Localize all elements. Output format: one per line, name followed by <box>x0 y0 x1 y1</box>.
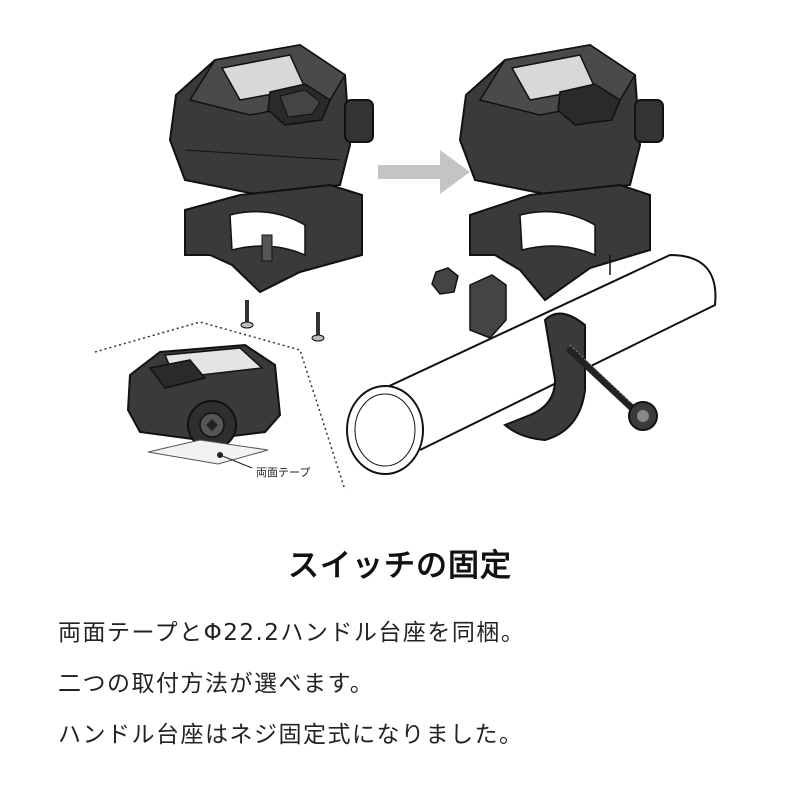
handlebar-pipe <box>346 253 717 475</box>
bolt-icon <box>565 344 658 431</box>
switch-unit-tape <box>126 343 282 450</box>
description-line: 両面テープとΦ22.2ハンドル台座を同梱。 <box>58 620 526 646</box>
clamp-block <box>469 274 507 339</box>
description-text: 両面テープとΦ22.2ハンドル台座を同梱。 二つの取付方法が選べます。 ハンドル… <box>58 620 778 773</box>
description-line: 二つの取付方法が選べます。 <box>58 671 375 697</box>
handlebar-base-left <box>184 183 363 294</box>
description-line: ハンドル台座はネジ固定式になりました。 <box>58 722 524 748</box>
tape-label-leader <box>219 454 253 469</box>
double-sided-tape <box>147 439 269 465</box>
switch-unit-right <box>458 43 664 197</box>
screw-icon <box>311 312 325 342</box>
screw-icon <box>240 300 254 329</box>
switch-unit-left <box>168 43 374 197</box>
handlebar-base-right <box>469 183 651 302</box>
nut-icon <box>431 267 459 295</box>
mounting-illustration: 両面テープ <box>94 43 717 491</box>
arrow-right-icon <box>378 150 470 194</box>
handlebar-clamp <box>503 312 586 442</box>
dotted-divider <box>94 321 346 491</box>
section-title: スイッチの固定 <box>288 548 512 584</box>
tape-label: 両面テープ <box>256 466 310 479</box>
